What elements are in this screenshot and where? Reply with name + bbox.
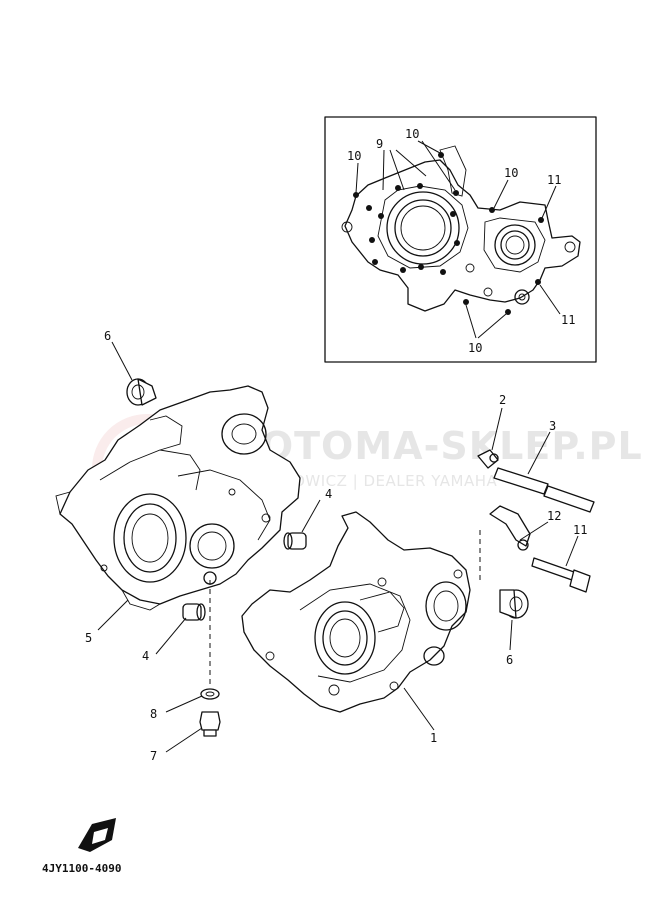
callout-6-b: 6 bbox=[506, 653, 513, 667]
callout-3: 3 bbox=[549, 419, 556, 433]
callout-5: 5 bbox=[85, 631, 92, 645]
callout-4-b: 4 bbox=[142, 649, 149, 663]
part-2-fitting bbox=[477, 449, 499, 469]
part-11-bolt bbox=[531, 557, 591, 593]
callout-4-a: 4 bbox=[325, 487, 332, 501]
part-4-dowel-lower bbox=[182, 603, 206, 621]
part-12-clamp bbox=[489, 505, 531, 551]
watermark-main: MOTOMA-SKLEP.PL bbox=[222, 424, 643, 468]
inset-detail: 9 10 10 10 10 11 11 bbox=[324, 116, 597, 363]
callout-9: 9 bbox=[376, 137, 383, 151]
diagram-code: 4JY1100-4090 bbox=[42, 862, 122, 875]
callout-1: 1 bbox=[430, 731, 437, 745]
watermark-sub: SOCHOWICZ | DEALER YAMAHA bbox=[248, 472, 498, 490]
callout-10-d: 10 bbox=[468, 341, 482, 355]
part-6-collar-upper bbox=[126, 378, 157, 406]
callout-7: 7 bbox=[150, 749, 157, 763]
part-3-pipe bbox=[493, 467, 595, 513]
crankcase-left-half bbox=[55, 385, 301, 611]
part-8-washer bbox=[200, 688, 220, 700]
callout-10-a: 10 bbox=[347, 149, 361, 163]
part-6-collar-lower bbox=[499, 589, 529, 619]
part-7-drain-bolt bbox=[199, 711, 221, 737]
callout-11-c: 11 bbox=[573, 523, 587, 537]
callout-6-a: 6 bbox=[104, 329, 111, 343]
callout-2: 2 bbox=[499, 393, 506, 407]
callout-10-c: 10 bbox=[504, 166, 518, 180]
callout-11-a: 11 bbox=[547, 173, 561, 187]
callout-11-b: 11 bbox=[561, 313, 575, 327]
callout-8: 8 bbox=[150, 707, 157, 721]
crankcase-right-half bbox=[241, 511, 471, 713]
inset-frame bbox=[324, 116, 597, 363]
callout-12: 12 bbox=[547, 509, 561, 523]
inset-crankcase-outline bbox=[344, 159, 581, 312]
callout-10-b: 10 bbox=[405, 127, 419, 141]
fwd-arrow-icon bbox=[78, 818, 116, 852]
part-4-dowel-upper bbox=[283, 532, 307, 550]
leader-lines bbox=[97, 341, 579, 753]
